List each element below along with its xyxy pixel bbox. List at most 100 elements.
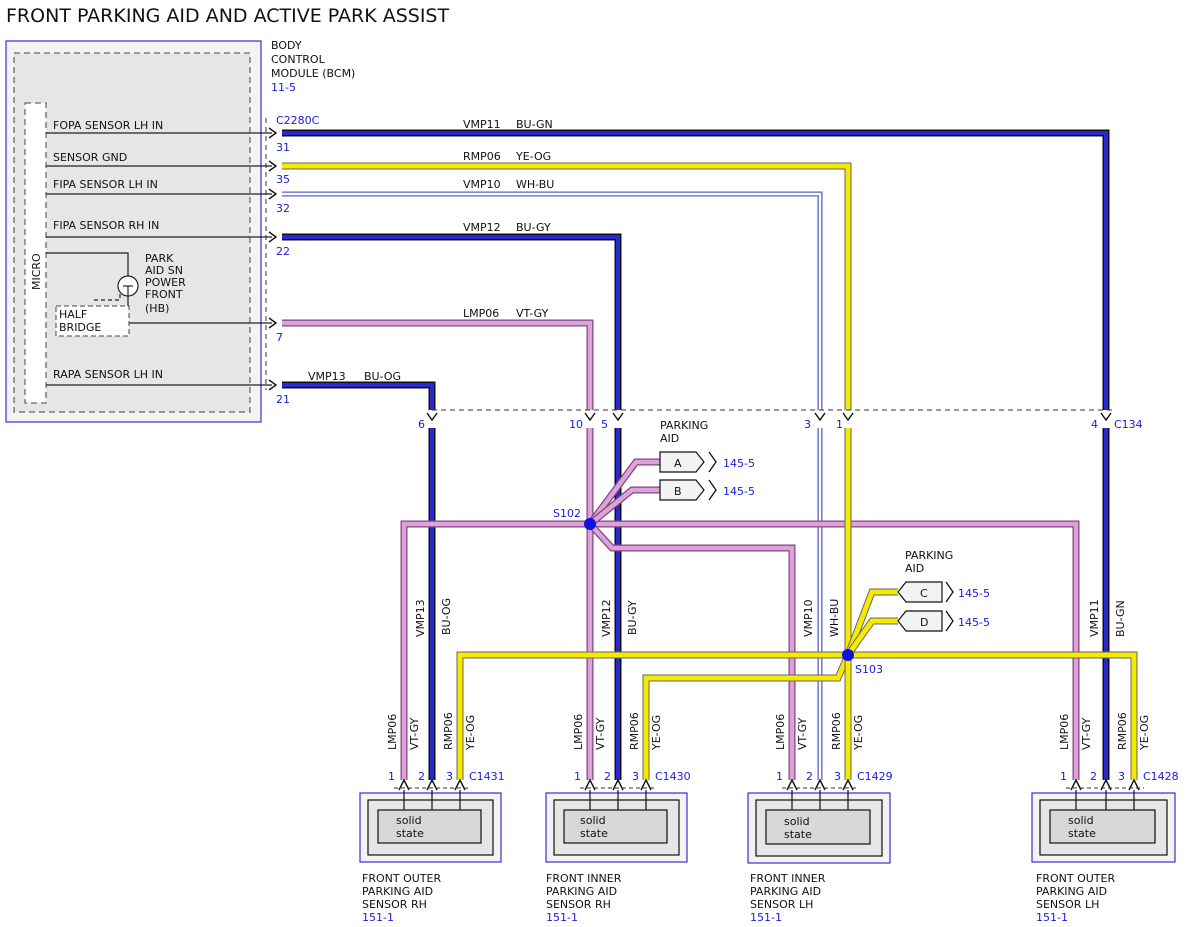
svg-text:1: 1 [574, 770, 581, 783]
parking-aid-top-label: PARKING AID [660, 419, 712, 445]
svg-text:3: 3 [834, 770, 841, 783]
pin-35: 35 [276, 173, 290, 186]
pin-31: 31 [276, 141, 290, 154]
sensor-front-inner-rh: LMP06 VT-GY RMP06 YE-OG 1 2 3 C1430 soli… [545, 712, 691, 924]
sensor-front-outer-rh-ref[interactable]: 151-1 [362, 911, 394, 924]
wire-vmp11 [282, 129, 1110, 780]
color-bu-og-top: BU-OG [364, 370, 401, 383]
sensor-front-inner-lh-ref[interactable]: 151-1 [750, 911, 782, 924]
wire-lmp06-top [282, 319, 594, 410]
connector-b: B [659, 479, 705, 501]
svg-text:1: 1 [1060, 770, 1067, 783]
svg-text:YE-OG: YE-OG [464, 715, 477, 751]
svg-text:solid state: solid state [1068, 814, 1097, 840]
svg-text:FRONT INNER PARKING AID: FRONT INNER PARKING AID SENSOR RH [546, 872, 625, 911]
svg-text:RMP06: RMP06 [628, 712, 641, 750]
svg-text:B: B [674, 485, 682, 498]
wire-lmp06-network [400, 428, 1080, 780]
bcm-ref[interactable]: 11-5 [271, 81, 296, 94]
connector-a: A [659, 451, 705, 473]
c134-pin-3: 3 [804, 418, 811, 431]
bcm-signals [46, 132, 272, 386]
color-bu-gn-top: BU-GN [516, 118, 553, 131]
connector-b-ref[interactable]: 145-5 [723, 485, 755, 498]
svg-text:LMP06: LMP06 [774, 714, 787, 750]
c134-pin-5: 5 [601, 418, 608, 431]
circuit-rmp06: RMP06 [463, 150, 501, 163]
svg-text:RMP06: RMP06 [442, 712, 455, 750]
svg-text:solid state: solid state [396, 814, 425, 840]
page-title: FRONT PARKING AID AND ACTIVE PARK ASSIST [6, 5, 449, 27]
svg-text:D: D [920, 616, 928, 629]
park-aid-power-label: PARK AID SN POWER FRONT (HB) [145, 252, 189, 315]
half-bridge-box [55, 305, 130, 337]
vlabel-bu-gn: BU-GN [1114, 600, 1127, 637]
connector-c-ref[interactable]: 145-5 [958, 587, 990, 600]
c134-label: C134 [1114, 418, 1143, 431]
svg-text:3: 3 [632, 770, 639, 783]
svg-text:YE-OG: YE-OG [1138, 715, 1151, 751]
svg-text:C1430: C1430 [655, 770, 691, 783]
sensor-front-outer-rh: LMP06 VT-GY RMP06 YE-OG 1 2 3 C1431 soli… [359, 712, 505, 924]
signal-label-fipa-rh: FIPA SENSOR RH IN [53, 219, 159, 232]
svg-text:VT-GY: VT-GY [796, 717, 809, 750]
bcm-name: BODY CONTROL MODULE (BCM) [271, 39, 355, 80]
svg-text:solid state: solid state [784, 815, 813, 841]
svg-text:VT-GY: VT-GY [1080, 717, 1093, 750]
wire-rmp06-top [282, 162, 852, 410]
sensor-front-outer-lh-ref[interactable]: 151-1 [1036, 911, 1068, 924]
svg-text:VT-GY: VT-GY [594, 717, 607, 750]
color-wh-bu-top: WH-BU [516, 178, 554, 191]
c134-pin-6: 6 [418, 418, 425, 431]
sensor-front-outer-lh: LMP06 VT-GY RMP06 YE-OG 1 2 3 C1428 soli… [1031, 712, 1179, 924]
micro-label: MICRO [30, 253, 43, 290]
sensor-front-inner-rh-ref[interactable]: 151-1 [546, 911, 578, 924]
svg-text:C1431: C1431 [469, 770, 505, 783]
vlabel-bu-og: BU-OG [440, 598, 453, 635]
connector-a-ref[interactable]: 145-5 [723, 457, 755, 470]
signal-label-sensor-gnd: SENSOR GND [53, 151, 127, 164]
svg-text:RMP06: RMP06 [830, 712, 843, 750]
svg-text:3: 3 [1118, 770, 1125, 783]
svg-text:FRONT OUTER PARKING AID: FRONT OUTER PARKING AID SENSOR LH [1036, 872, 1119, 911]
svg-text:2: 2 [604, 770, 611, 783]
pin-21: 21 [276, 393, 290, 406]
svg-text:YE-OG: YE-OG [650, 715, 663, 751]
svg-text:C1428: C1428 [1143, 770, 1179, 783]
circuit-vmp11: VMP11 [463, 118, 501, 131]
parking-aid-mid-label: PARKING AID [905, 549, 957, 575]
svg-text:C1429: C1429 [857, 770, 893, 783]
vlabel-wh-bu: WH-BU [828, 599, 841, 637]
connector-cd-brackets [945, 581, 954, 632]
c134-pin-4: 4 [1091, 418, 1098, 431]
svg-text:2: 2 [418, 770, 425, 783]
circuit-vmp12: VMP12 [463, 221, 501, 234]
pin-7: 7 [276, 331, 283, 344]
circuit-vmp10: VMP10 [463, 178, 501, 191]
wire-rmp06-network [456, 428, 1138, 780]
splice-s102-label: S102 [553, 507, 581, 520]
wire-vmp10 [282, 191, 823, 780]
wire-vmp13 [282, 381, 436, 780]
vlabel-vmp13: VMP13 [414, 599, 427, 637]
bcm-pin-arrows [268, 127, 278, 391]
signal-label-rapa-lh: RAPA SENSOR LH IN [53, 368, 163, 381]
svg-text:RMP06: RMP06 [1116, 712, 1129, 750]
pin-32: 32 [276, 202, 290, 215]
connector-d-ref[interactable]: 145-5 [958, 616, 990, 629]
svg-text:FRONT INNER PARKING AID: FRONT INNER PARKING AID SENSOR LH [750, 872, 829, 911]
connector-d: D [897, 610, 943, 632]
svg-text:1: 1 [776, 770, 783, 783]
svg-text:C: C [920, 587, 928, 600]
color-ye-og-top: YE-OG [515, 150, 551, 163]
vlabel-bu-gy: BU-GY [626, 600, 639, 635]
vlabel-vmp11: VMP11 [1088, 599, 1101, 637]
signal-label-fopa-lh: FOPA SENSOR LH IN [53, 119, 163, 132]
pin-22: 22 [276, 245, 290, 258]
svg-text:YE-OG: YE-OG [852, 715, 865, 751]
svg-text:3: 3 [446, 770, 453, 783]
vlabel-vmp12: VMP12 [600, 599, 613, 637]
c134-arrows [426, 412, 1112, 422]
svg-text:FRONT OUTER PARKING AID: FRONT OUTER PARKING AID SENSOR RH [362, 872, 445, 911]
